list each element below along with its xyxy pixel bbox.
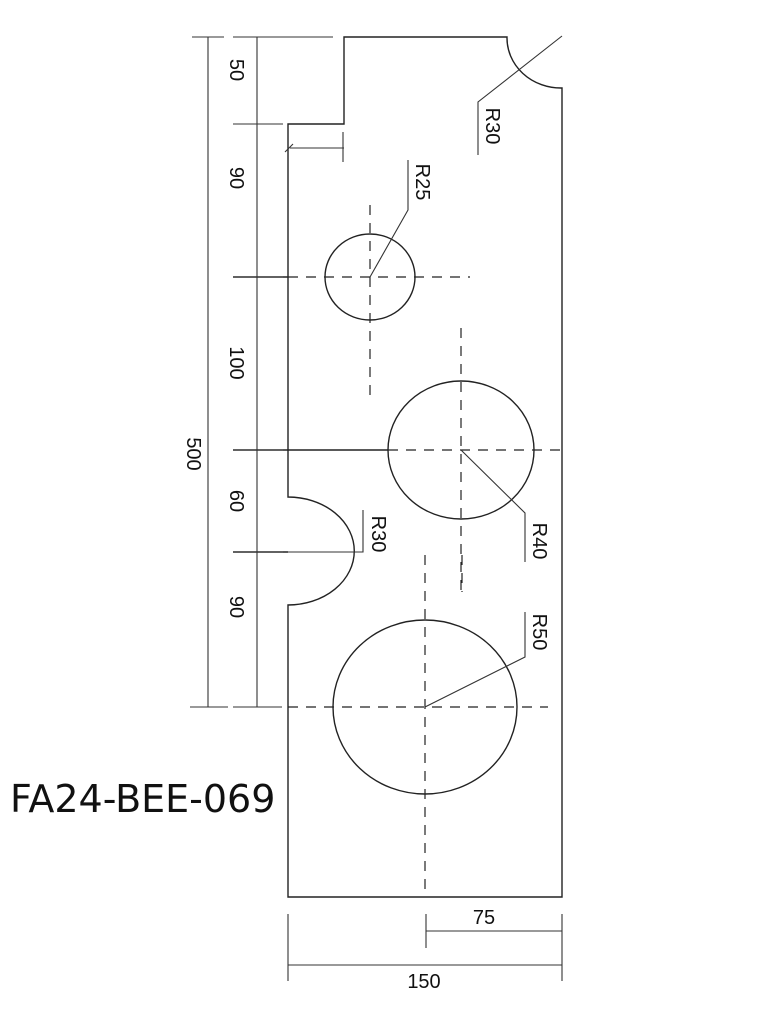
dim-label-90-top: 90 [225, 167, 247, 189]
dim-label-60: 60 [225, 490, 247, 512]
radius-label-top-fillet: R30 [481, 108, 503, 145]
part-outline [287, 36, 563, 898]
radius-label-r40: R40 [528, 523, 550, 560]
horizontal-dimensions [287, 914, 563, 981]
dim-label-100: 100 [225, 346, 247, 379]
dim-label-50: 50 [225, 59, 247, 81]
dim-label-75: 75 [473, 907, 495, 929]
hole-r50 [288, 555, 548, 897]
drawing-title: FA24-BEE-069 [10, 777, 275, 821]
dim-label-150: 150 [407, 971, 440, 993]
hole-r40 [233, 328, 562, 592]
fillet-r30-leader [477, 35, 563, 155]
vertical-dimensions [190, 36, 344, 708]
dim-label-500: 500 [182, 437, 204, 470]
side-notch-r30 [233, 510, 364, 553]
radius-label-r50: R50 [528, 614, 550, 651]
radius-label-r25: R25 [411, 164, 433, 201]
dim-label-90-bottom: 90 [225, 596, 247, 618]
radius-label-side-notch: R30 [367, 516, 389, 553]
